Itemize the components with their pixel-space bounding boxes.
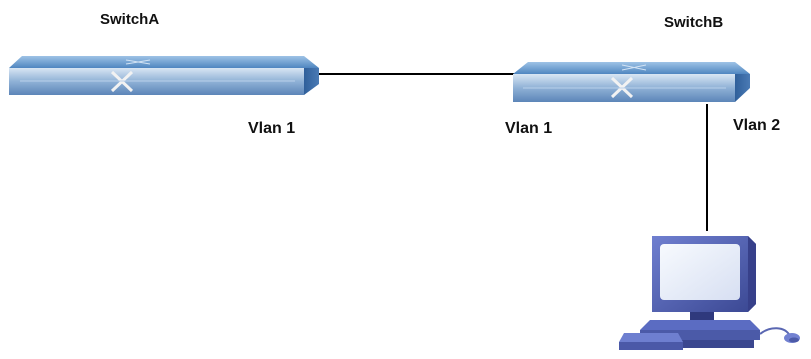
switch-b-icon [513, 62, 750, 102]
switch-b-label: SwitchB [664, 14, 724, 31]
computer-icon [619, 236, 800, 350]
switch-b-right-vlan-label: Vlan 2 [733, 117, 781, 134]
switch-a-label: SwitchA [100, 11, 160, 28]
switch-a-vlan-label: Vlan 1 [248, 120, 296, 137]
switch-a-icon [9, 56, 319, 95]
switch-b-left-vlan-label: Vlan 1 [505, 120, 553, 137]
